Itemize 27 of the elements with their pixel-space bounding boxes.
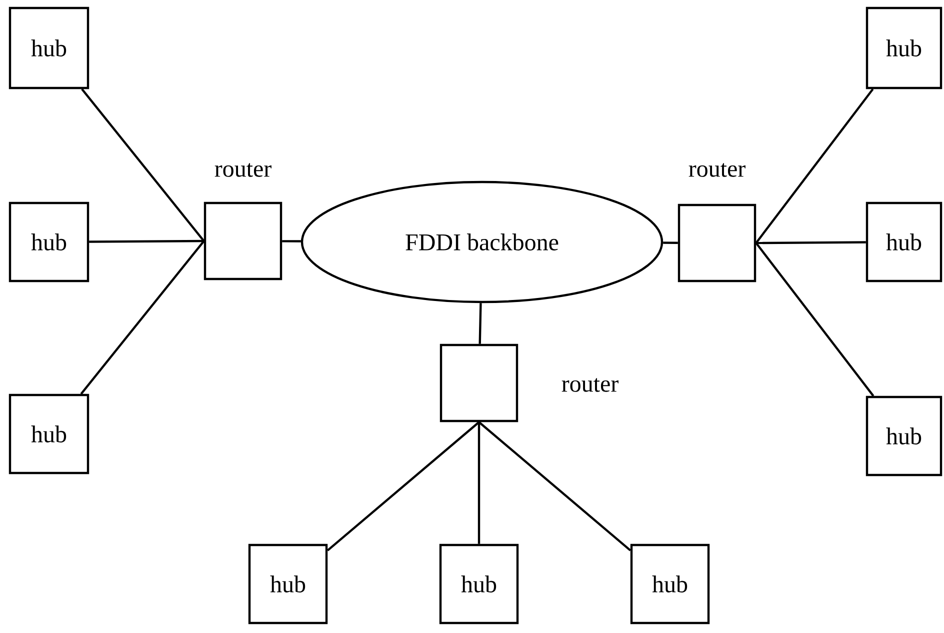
- hub-box: hub: [439, 544, 519, 624]
- connector-line: [478, 422, 480, 544]
- hub-box: hub: [866, 202, 942, 282]
- connector-line: [80, 240, 205, 395]
- hub-box: hub: [248, 544, 328, 624]
- connector-line: [663, 242, 678, 244]
- connector-line: [89, 240, 204, 243]
- hub-box: hub: [8, 202, 90, 282]
- hub-box: hub: [866, 6, 942, 90]
- connector-line: [478, 303, 482, 344]
- router-box: [204, 202, 282, 280]
- connector-line: [756, 241, 866, 244]
- device-label: router: [214, 163, 272, 177]
- hub-box: hub: [8, 394, 90, 474]
- connector-line: [755, 88, 874, 244]
- connector-line: [282, 240, 301, 242]
- hub-box: hub: [8, 6, 90, 90]
- connector-line: [81, 88, 205, 242]
- hub-box: hub: [866, 396, 942, 476]
- connector-line: [478, 421, 632, 552]
- hub-box: hub: [630, 544, 710, 624]
- device-label: router: [562, 378, 618, 392]
- device-label: router: [688, 163, 746, 177]
- connector-line: [326, 421, 480, 552]
- connector-line: [755, 242, 874, 397]
- router-box: [440, 344, 518, 422]
- router-box: [678, 204, 756, 282]
